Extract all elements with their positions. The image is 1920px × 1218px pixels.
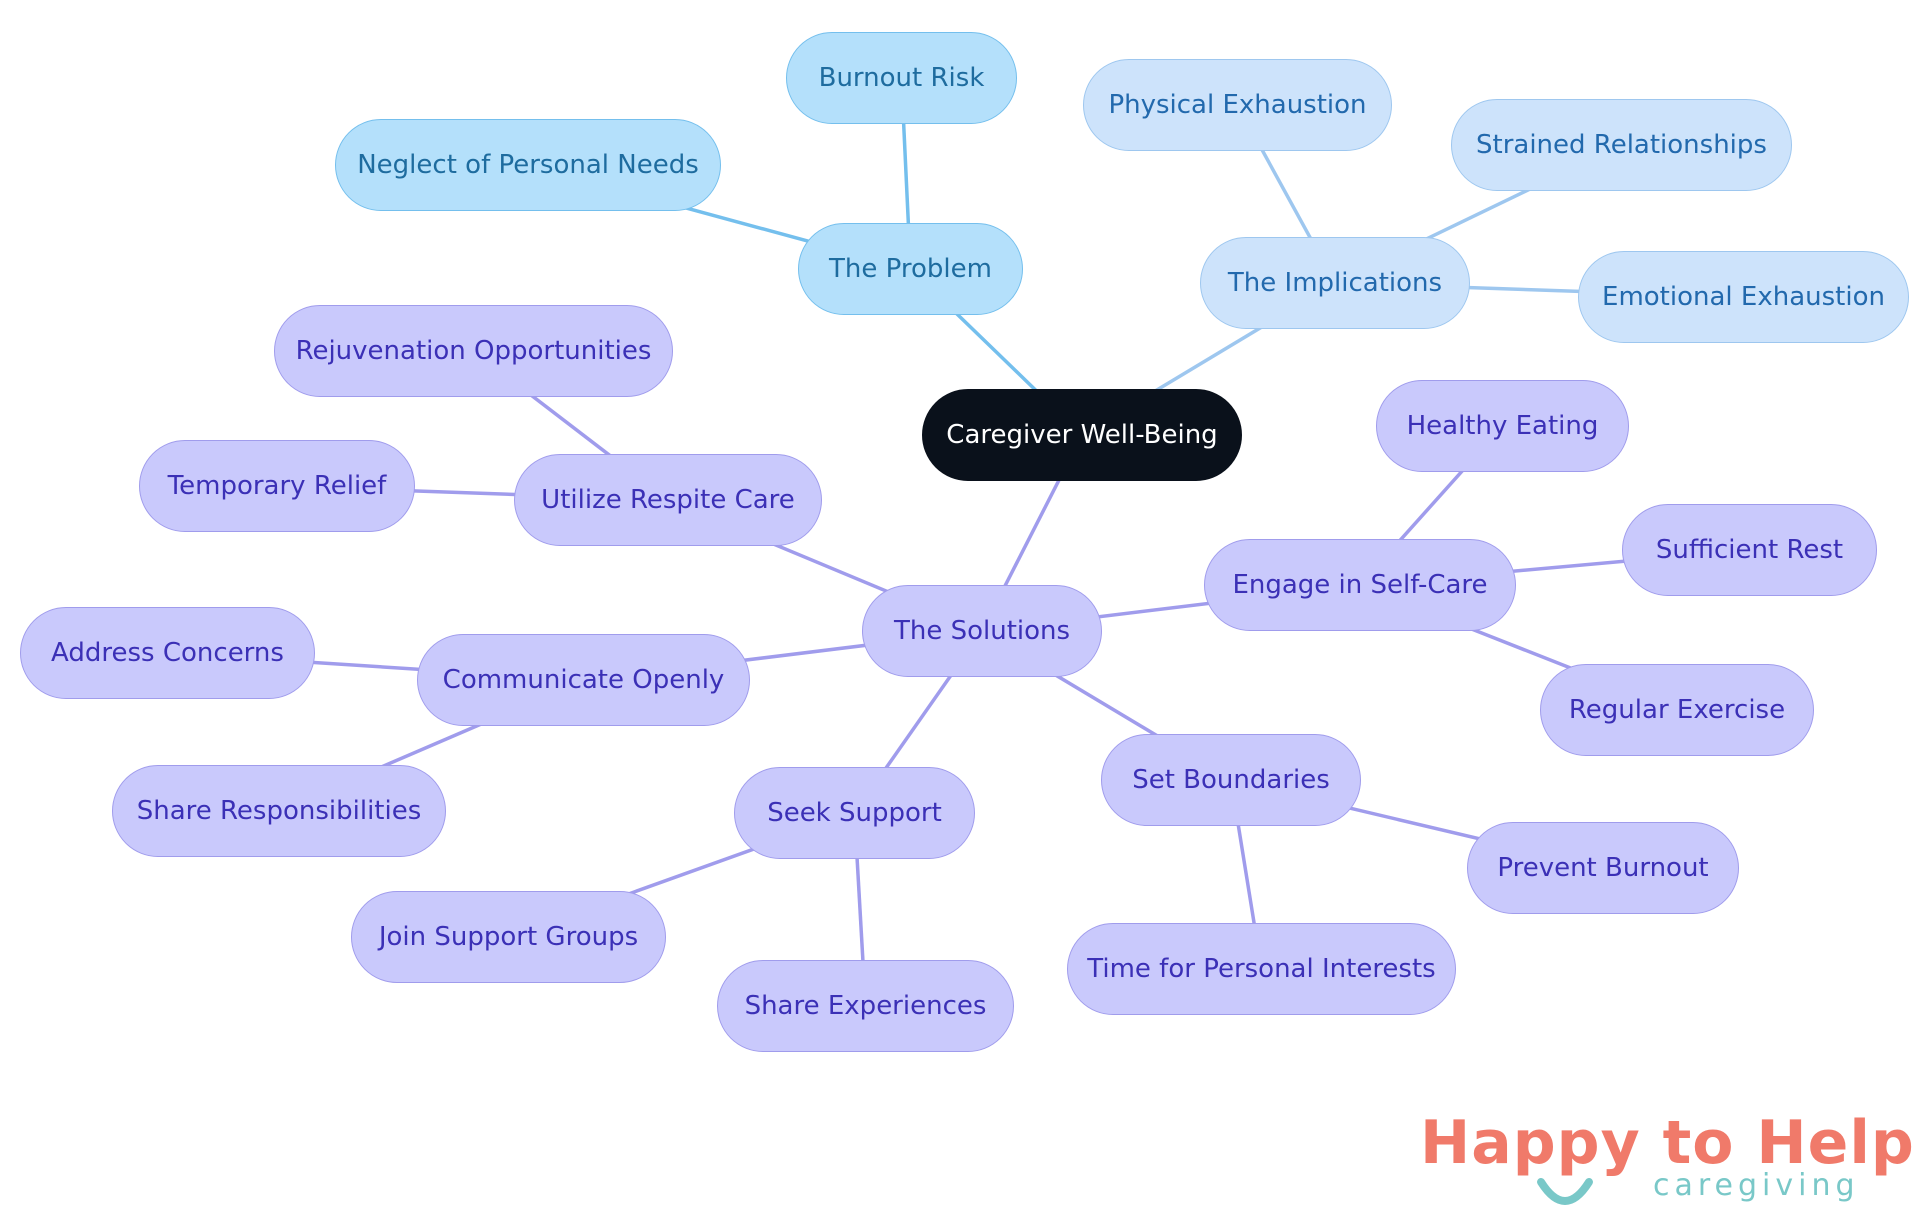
node-communicate-openly: Communicate Openly: [417, 634, 750, 726]
smile-icon: [1537, 1178, 1593, 1205]
node-physical-exhaustion: Physical Exhaustion: [1083, 59, 1392, 151]
node-address-concerns: Address Concerns: [20, 607, 315, 699]
node-join-support-groups: Join Support Groups: [351, 891, 666, 983]
logo-word-help: Help: [1756, 1108, 1915, 1178]
node-strained-relationships: Strained Relationships: [1451, 99, 1792, 191]
node-share-responsibilities: Share Responsibilities: [112, 765, 446, 857]
node-utilize-respite-care: Utilize Respite Care: [514, 454, 822, 546]
logo-tagline: caregiving: [1653, 1168, 1860, 1203]
node-healthy-eating: Healthy Eating: [1376, 380, 1629, 472]
node-regular-exercise: Regular Exercise: [1540, 664, 1814, 756]
logo-word-to: to: [1662, 1108, 1735, 1178]
node-set-boundaries: Set Boundaries: [1101, 734, 1361, 826]
node-the-implications: The Implications: [1200, 237, 1470, 329]
node-share-experiences: Share Experiences: [717, 960, 1014, 1052]
node-seek-support: Seek Support: [734, 767, 975, 859]
node-sufficient-rest: Sufficient Rest: [1622, 504, 1877, 596]
node-temporary-relief: Temporary Relief: [139, 440, 415, 532]
logo-wordmark: Happy to Help: [1420, 1108, 1915, 1178]
node-caregiver-well-being: Caregiver Well-Being: [922, 389, 1242, 481]
node-emotional-exhaustion: Emotional Exhaustion: [1578, 251, 1909, 343]
node-burnout-risk: Burnout Risk: [786, 32, 1017, 124]
node-rejuvenation-opportunities: Rejuvenation Opportunities: [274, 305, 673, 397]
node-time-for-personal-interests: Time for Personal Interests: [1067, 923, 1456, 1015]
node-the-problem: The Problem: [798, 223, 1023, 315]
happy-to-help-logo: Happy to Help caregiving: [1420, 1108, 1914, 1218]
logo-word-happy: Happy: [1420, 1108, 1641, 1178]
node-engage-in-self-care: Engage in Self-Care: [1204, 539, 1516, 631]
node-prevent-burnout: Prevent Burnout: [1467, 822, 1739, 914]
node-the-solutions: The Solutions: [862, 585, 1102, 677]
node-neglect-of-personal-needs: Neglect of Personal Needs: [335, 119, 721, 211]
